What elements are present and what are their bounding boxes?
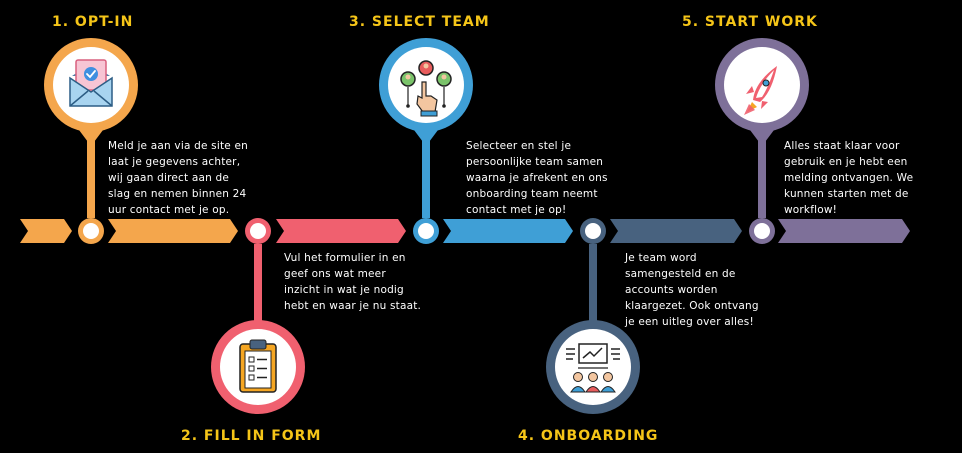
step-3-description: Selecteer en stel je persoonlijke team s… xyxy=(466,140,608,216)
arrow-segment-3 xyxy=(443,219,573,243)
step-4-title: 4. ONBOARDING xyxy=(518,428,659,444)
step-1-description: Meld je aan via de site en laat je gegev… xyxy=(108,140,248,216)
arrow-segment-4 xyxy=(610,219,742,243)
step-2-description: Vul het formulier in en geef ons wat mee… xyxy=(284,252,422,312)
arrow-segment-start xyxy=(20,219,72,243)
step-3-title: 3. SELECT TEAM xyxy=(349,14,490,30)
rocket-icon xyxy=(744,66,777,115)
arrow-segment-5 xyxy=(778,219,910,243)
step-2-title: 2. FILL IN FORM xyxy=(181,428,322,444)
arrow-segment-1 xyxy=(108,219,238,243)
envelope-icon xyxy=(69,59,113,107)
step-4-description: Je team word samengesteld en de accounts… xyxy=(625,252,759,328)
presentation-icon xyxy=(566,343,620,393)
step-5-description: Alles staat klaar voor gebruik en je heb… xyxy=(784,140,914,216)
step-5-title: 5. START WORK xyxy=(682,14,818,30)
clipboard-icon xyxy=(239,339,277,393)
step-4-pin xyxy=(546,218,640,414)
arrow-segment-2 xyxy=(276,219,406,243)
step-1-title: 1. OPT-IN xyxy=(52,14,134,30)
team-select-icon xyxy=(400,60,452,117)
arrow-track xyxy=(20,219,910,243)
